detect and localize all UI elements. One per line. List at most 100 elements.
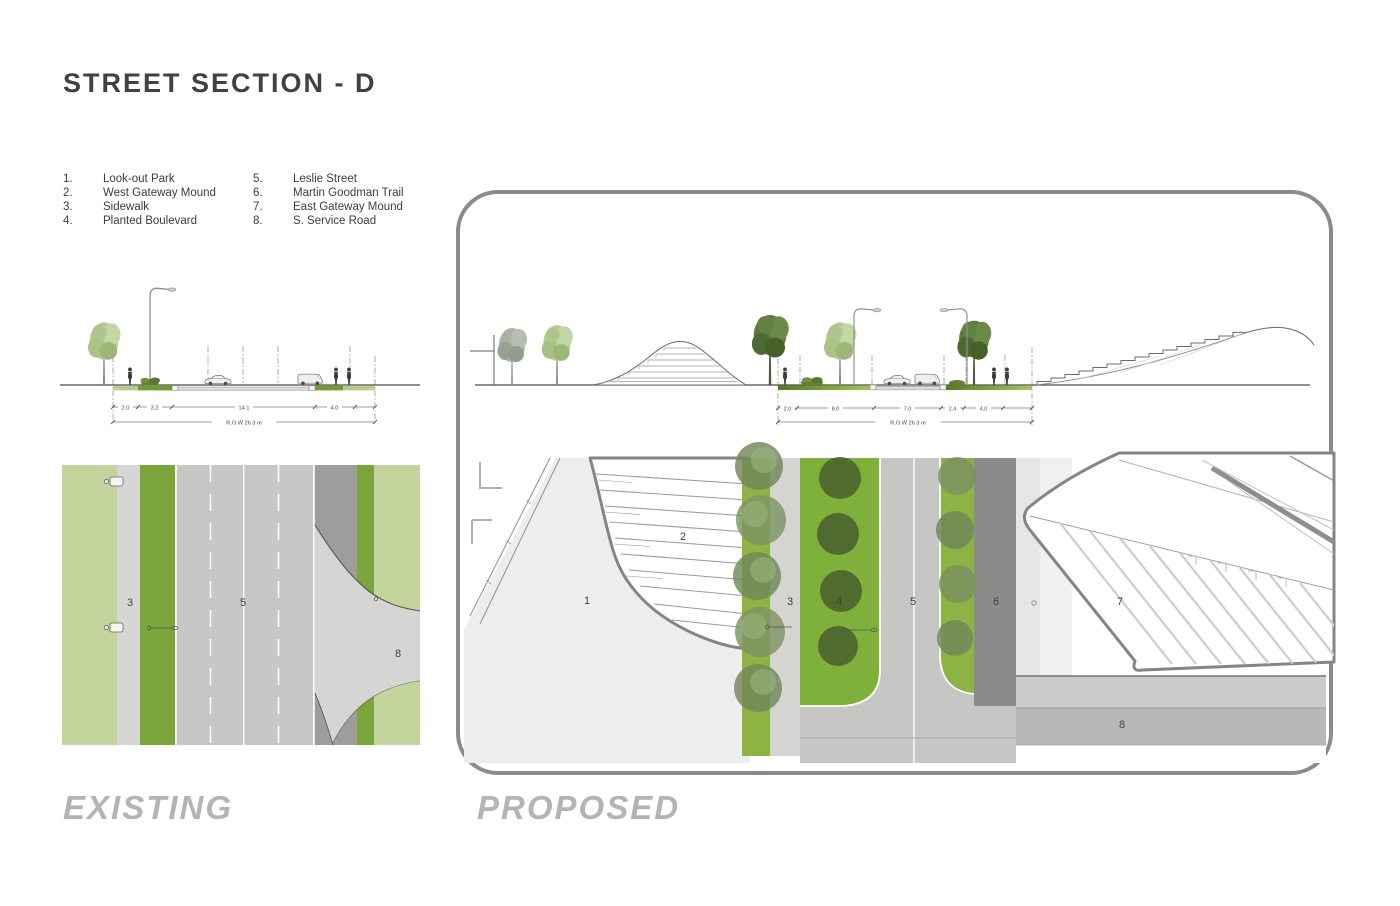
plan-label-boulevard: 4 bbox=[836, 596, 842, 608]
grass-bands bbox=[778, 385, 1032, 390]
dim-label: 3.2 bbox=[151, 405, 159, 411]
row-dimension: R.O.W 26.3 m bbox=[775, 419, 1035, 426]
plan-label-trail: 6 bbox=[993, 596, 999, 608]
van-icon bbox=[297, 373, 323, 386]
person-icon bbox=[346, 367, 352, 385]
existing-label: EXISTING bbox=[63, 789, 234, 826]
proposed-label: PROPOSED bbox=[477, 789, 681, 826]
legend: 1. Look-out Park 2. West Gateway Mound 3. S… bbox=[63, 172, 404, 228]
legend-item: 5. Leslie Street bbox=[253, 172, 404, 186]
curb-line bbox=[800, 458, 881, 707]
legend-item: 7. East Gateway Mound bbox=[253, 200, 404, 214]
person-icon bbox=[782, 367, 788, 385]
legend-number: 2. bbox=[63, 187, 73, 199]
west-gateway-mound bbox=[592, 340, 748, 386]
roadway bbox=[171, 385, 316, 391]
legend-label: Leslie Street bbox=[293, 173, 357, 185]
car-icon bbox=[204, 375, 232, 386]
dim-label: 8.0 bbox=[832, 406, 840, 412]
person-icon bbox=[333, 367, 339, 385]
legend-number: 5. bbox=[253, 173, 263, 185]
streetlight-icon bbox=[939, 308, 968, 385]
street-trees bbox=[733, 442, 786, 712]
legend-item: 4. Planted Boulevard bbox=[63, 214, 253, 228]
legend-item: 2. West Gateway Mound bbox=[63, 186, 253, 200]
proposed-section-elevation: 2.0 8.0 7.0 2.4 4.0 R.O.W 26.3 m bbox=[470, 308, 1315, 427]
sidewalk-strip bbox=[117, 465, 140, 745]
existing-section-elevation: 2.0 3.2 14.1 4.0 R.O.W 26.3 m bbox=[60, 287, 420, 426]
legend-number: 4. bbox=[63, 215, 73, 227]
streetlight-icon bbox=[853, 308, 882, 385]
legend-label: Martin Goodman Trail bbox=[293, 187, 404, 199]
legend-column-2: 5. Leslie Street 6. Martin Goodman Trail 7… bbox=[253, 172, 404, 228]
tree-icon bbox=[824, 322, 857, 385]
west-gateway-mound-plan bbox=[588, 456, 750, 650]
row-label: R.O.W 26.3 m bbox=[890, 420, 926, 426]
person-icon bbox=[991, 367, 997, 385]
road-area bbox=[175, 465, 315, 745]
legend-number: 7. bbox=[253, 201, 263, 213]
road-markings bbox=[175, 465, 315, 745]
boulevard-trees bbox=[817, 457, 862, 666]
plan-label-street: 5 bbox=[240, 597, 246, 609]
existing-plan: 3 5 8 bbox=[62, 465, 421, 746]
plan-label-east-mound: 7 bbox=[1117, 596, 1123, 608]
legend-label: Planted Boulevard bbox=[103, 215, 197, 227]
person-icon bbox=[1004, 367, 1010, 385]
legend-number: 6. bbox=[253, 187, 263, 199]
annotation-marker bbox=[146, 625, 179, 631]
row-dimension: R.O.W 26.3 m bbox=[110, 419, 378, 426]
van-icon bbox=[914, 373, 940, 386]
dim-label: 4.0 bbox=[331, 405, 339, 411]
legend-item: 6. Martin Goodman Trail bbox=[253, 186, 404, 200]
proposed-plan: 1 2 3 4 5 6 7 8 bbox=[464, 442, 1336, 763]
trail-trees bbox=[936, 457, 977, 656]
service-road-ramp bbox=[314, 524, 421, 746]
grass-bands bbox=[113, 385, 375, 391]
plan-label-sidewalk: 3 bbox=[787, 596, 793, 608]
legend-item: 1. Look-out Park bbox=[63, 172, 253, 186]
legend-item: 8.S. Service Road bbox=[253, 214, 404, 228]
page-title: STREET SECTION - D bbox=[63, 68, 377, 98]
legend-number: 3. bbox=[63, 201, 73, 213]
dim-label: 14.1 bbox=[239, 405, 250, 411]
legend-column-1: 1. Look-out Park 2. West Gateway Mound 3. S… bbox=[63, 172, 253, 228]
car-icon bbox=[883, 375, 911, 386]
tree-icon bbox=[957, 320, 992, 385]
dim-label: 7.0 bbox=[904, 406, 912, 412]
legend-item: 3. Sidewalk bbox=[63, 200, 253, 214]
plan-label-service-road: 8 bbox=[1119, 719, 1125, 731]
dim-label: 4.0 bbox=[980, 406, 988, 412]
shrub-icon bbox=[140, 377, 160, 386]
streetlight-icon bbox=[149, 287, 177, 385]
legend-label: Look-out Park bbox=[103, 173, 175, 185]
tree-icon bbox=[541, 325, 573, 385]
edge-marks bbox=[470, 335, 495, 385]
legend-label: S. Service Road bbox=[293, 215, 377, 227]
legend-number: 1. bbox=[63, 173, 73, 185]
service-road-area bbox=[800, 675, 1326, 746]
park-edge-strip bbox=[1016, 458, 1040, 676]
boulevard-strip bbox=[140, 465, 175, 745]
legend-label: Sidewalk bbox=[103, 201, 150, 213]
row-label: R.O.W 26.3 m bbox=[226, 420, 262, 426]
dim-label: 2.4 bbox=[949, 406, 957, 412]
shrub-icon bbox=[801, 377, 965, 387]
person-icon bbox=[127, 367, 133, 385]
plan-label-street: 5 bbox=[910, 596, 916, 608]
plan-label-lookout-park: 1 bbox=[584, 595, 590, 607]
dim-label: 2.0 bbox=[784, 406, 792, 412]
trail-area bbox=[974, 458, 1016, 706]
roadway bbox=[869, 384, 947, 391]
center-line bbox=[913, 458, 915, 763]
legend-label: East Gateway Mound bbox=[293, 201, 403, 213]
plan-label-west-mound: 2 bbox=[680, 531, 686, 543]
dimension-line: 2.0 8.0 7.0 2.4 4.0 bbox=[775, 404, 1035, 412]
tree-icon bbox=[88, 322, 121, 385]
plan-label-sidewalk: 3 bbox=[127, 597, 133, 609]
east-gateway-mound-stairs bbox=[1036, 326, 1315, 386]
tree-icon bbox=[497, 328, 527, 385]
dimension-line: 2.0 3.2 14.1 4.0 bbox=[110, 403, 378, 411]
legend-label: West Gateway Mound bbox=[103, 187, 216, 199]
